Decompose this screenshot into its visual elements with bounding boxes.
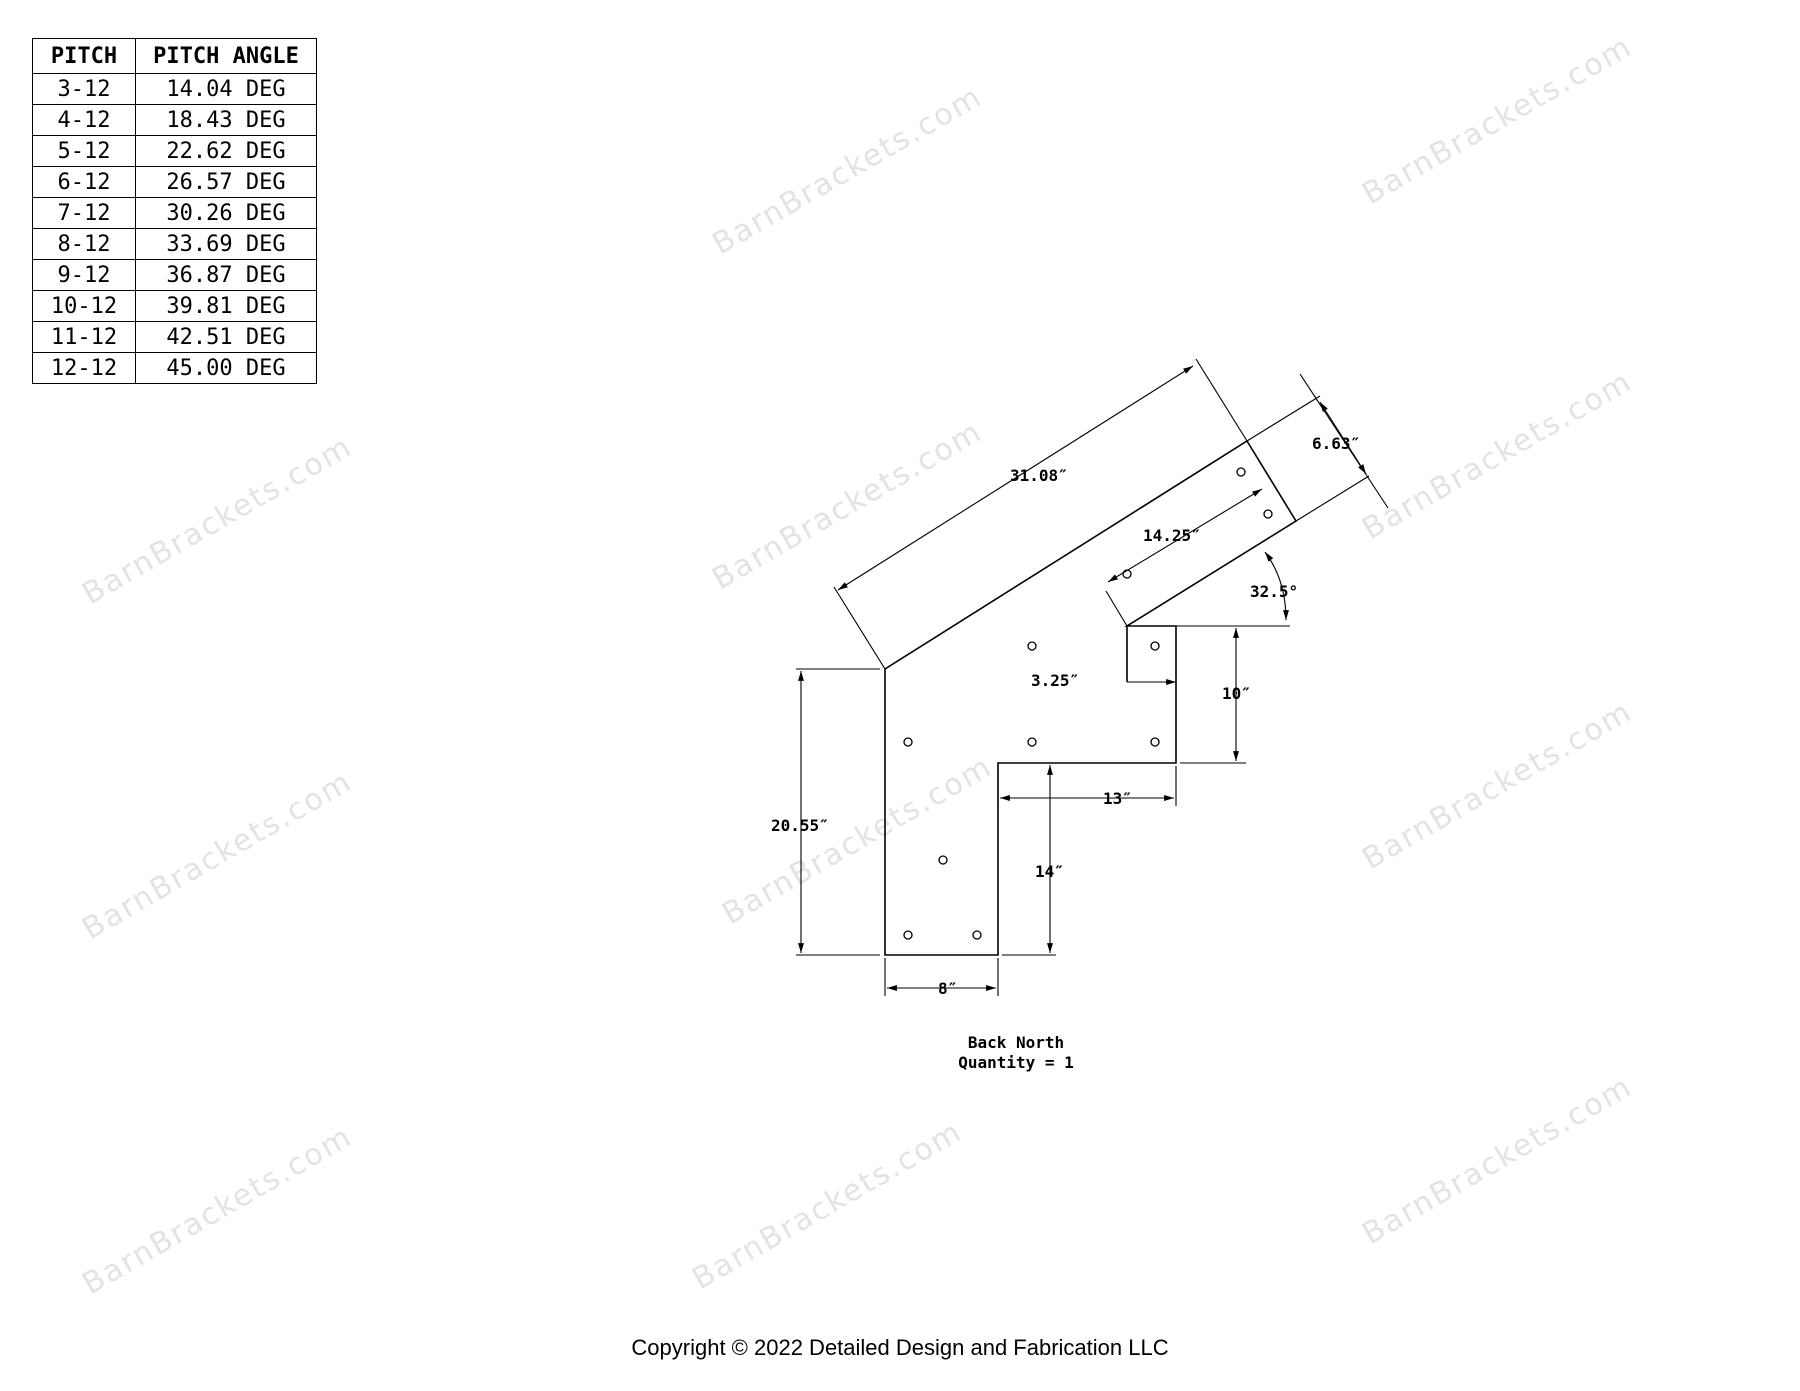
- watermark-text: BarnBrackets.com: [77, 429, 359, 612]
- part-caption: Back North Quantity = 1: [958, 1033, 1074, 1072]
- pitch-angle-column-header: PITCH ANGLE: [135, 38, 317, 74]
- pitch-angle-cell: 30.26 DEG: [135, 197, 317, 229]
- extension-line: [1105, 590, 1128, 627]
- upper-height-label: 10″: [1222, 684, 1251, 703]
- overall-height-label: 20.55″: [771, 816, 829, 835]
- step-width-label: 13″: [1103, 789, 1132, 808]
- pitch-angle-cell: 18.43 DEG: [135, 104, 317, 136]
- arm-width-dim-line: [1319, 401, 1367, 475]
- pitch-angle-cell: 39.81 DEG: [135, 290, 317, 322]
- pitch-angle-cell: 26.57 DEG: [135, 166, 317, 198]
- bolt-hole: [1027, 641, 1037, 651]
- watermark-text: BarnBrackets.com: [77, 1119, 359, 1302]
- extension-line: [1246, 395, 1321, 442]
- pitch-table-header-row: PITCH PITCH ANGLE: [32, 38, 317, 74]
- bolt-hole: [938, 855, 948, 865]
- bolt-hole: [1150, 641, 1160, 651]
- part-name: Back North: [968, 1033, 1064, 1052]
- leg-width-label: 8″: [938, 979, 957, 998]
- leg-height-label: 14″: [1035, 862, 1064, 881]
- watermark-text: BarnBrackets.com: [687, 1114, 969, 1297]
- extension-line: [1195, 358, 1248, 442]
- bolt-hole: [972, 930, 982, 940]
- pitch-column-header: PITCH: [32, 38, 136, 74]
- part-quantity: Quantity = 1: [958, 1053, 1074, 1072]
- bracket-plate-outline: [884, 439, 1298, 956]
- pitch-angle-cell: 36.87 DEG: [135, 259, 317, 291]
- extension-line: [1295, 475, 1370, 522]
- notch-width-label: 3.25″: [1031, 671, 1079, 690]
- bolt-hole: [1236, 467, 1246, 477]
- watermark-text: BarnBrackets.com: [1357, 1069, 1639, 1252]
- watermark-text: BarnBrackets.com: [707, 79, 989, 262]
- pitch-cell: 10-12: [32, 290, 136, 322]
- watermark-text: BarnBrackets.com: [717, 749, 999, 932]
- watermark-text: BarnBrackets.com: [1357, 29, 1639, 212]
- bolt-hole: [903, 930, 913, 940]
- angle-label: 32.5°: [1250, 582, 1298, 601]
- pitch-cell: 7-12: [32, 197, 136, 229]
- angle-arc: [1264, 551, 1289, 621]
- watermark-text: BarnBrackets.com: [1357, 364, 1639, 547]
- dimension-labels: 31.08″ 6.63″ 14.25″ 32.5° 3.25″ 10″ 13″ …: [771, 434, 1360, 998]
- pitch-cell: 12-12: [32, 352, 136, 384]
- overall-length-label: 31.08″: [1010, 466, 1068, 485]
- pitch-cell: 3-12: [32, 73, 136, 105]
- bolt-holes: [903, 467, 1273, 940]
- inner-length-label: 14.25″: [1143, 526, 1201, 545]
- pitch-angle-cell: 22.62 DEG: [135, 135, 317, 167]
- bolt-hole: [1027, 737, 1037, 747]
- overall-length-dim-line: [837, 365, 1194, 591]
- watermark-text: BarnBrackets.com: [707, 414, 989, 597]
- copyright-notice: Copyright © 2022 Detailed Design and Fab…: [631, 1335, 1169, 1360]
- bolt-hole: [1122, 569, 1132, 579]
- inner-length-dim-line: [1107, 488, 1263, 583]
- arm-width-label: 6.63″: [1312, 434, 1360, 453]
- watermark-text: BarnBrackets.com: [1357, 694, 1639, 877]
- bolt-hole: [1150, 737, 1160, 747]
- pitch-angle-cell: 42.51 DEG: [135, 321, 317, 353]
- pitch-angle-cell: 45.00 DEG: [135, 352, 317, 384]
- extension-line: [833, 586, 886, 670]
- bracket-outline: [884, 439, 1298, 956]
- bolt-hole: [1263, 509, 1273, 519]
- dimension-lines: [796, 358, 1389, 996]
- bolt-hole: [903, 737, 913, 747]
- watermark-text: BarnBrackets.com: [77, 764, 359, 947]
